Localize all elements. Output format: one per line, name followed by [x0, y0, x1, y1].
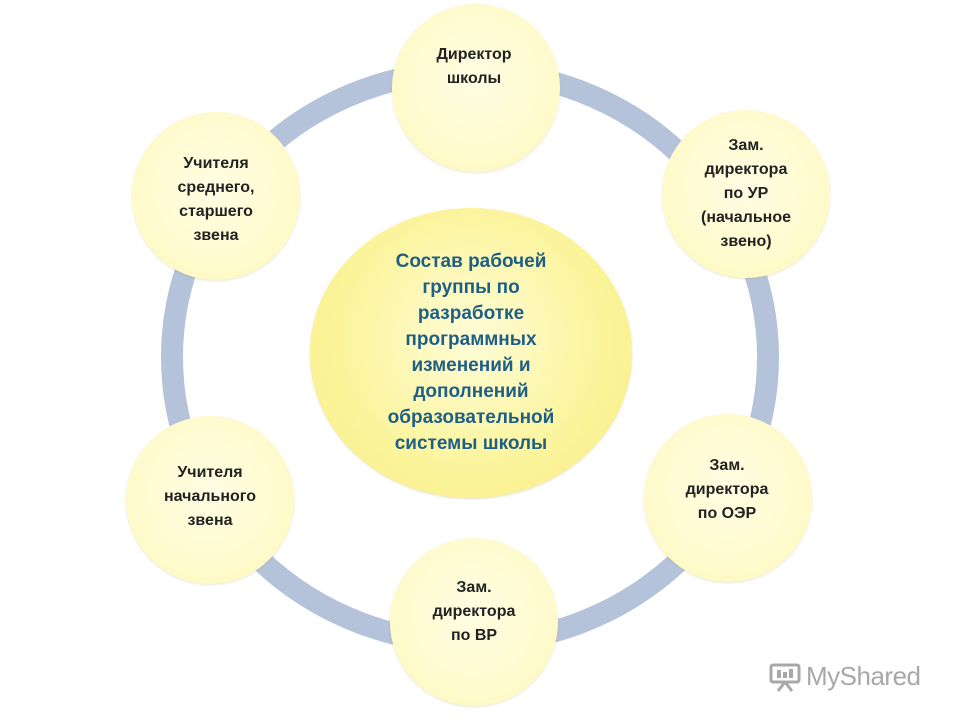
- node-deputy-ur-label: Зам. директора по УР (начальное звено): [700, 137, 791, 250]
- node-primary-teachers: Учителя начального звена: [126, 416, 294, 584]
- node-director-label: Директор школы: [436, 46, 512, 87]
- center-node-label: Состав рабочей группы по разработке прог…: [387, 251, 555, 454]
- center-node: Состав рабочей группы по разработке прог…: [310, 208, 632, 498]
- watermark-text: MyShared: [806, 660, 921, 691]
- node-deputy-vr: Зам. директора по ВР: [390, 538, 558, 706]
- node-director: Директор школы: [392, 4, 560, 172]
- node-deputy-oer: Зам. директора по ОЭР: [644, 414, 812, 582]
- node-secondary-teachers-label: Учителя среднего, старшего звена: [177, 155, 255, 244]
- watermark: MyShared: [768, 656, 921, 696]
- node-primary-teachers-label: Учителя начального звена: [163, 464, 256, 529]
- node-deputy-oer-label: Зам. директора по ОЭР: [685, 457, 769, 522]
- presentation-board-icon: [769, 663, 801, 692]
- node-secondary-teachers: Учителя среднего, старшего звена: [132, 112, 300, 280]
- node-deputy-vr-label: Зам. директора по ВР: [432, 579, 516, 644]
- node-deputy-ur: Зам. директора по УР (начальное звено): [662, 110, 830, 278]
